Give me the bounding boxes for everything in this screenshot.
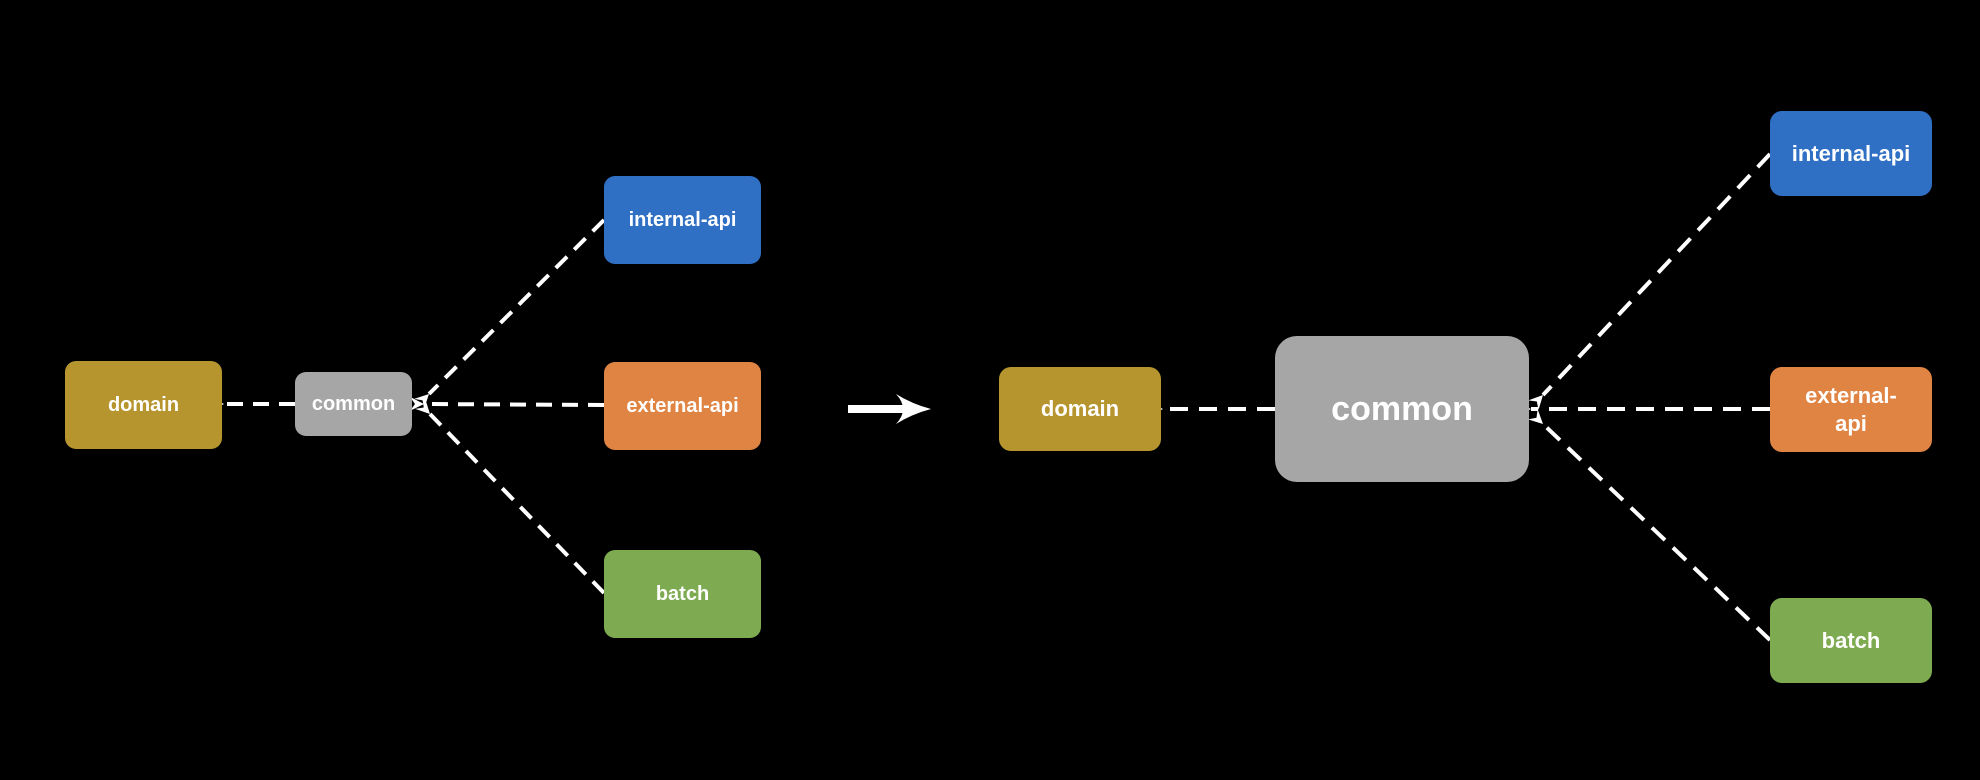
internal-api-node-right: internal-api: [1770, 111, 1932, 196]
internal-api-label: internal-api: [628, 208, 737, 231]
external-api-node-right: external- api: [1770, 367, 1932, 452]
common-label: common: [311, 392, 396, 415]
batch-node-left: batch: [604, 550, 761, 638]
domain-node-right: domain: [999, 367, 1161, 451]
external-api-label: external- api: [1805, 383, 1897, 436]
edge-batch-to-common-left: [415, 399, 606, 595]
external-api-label: external-api: [626, 394, 739, 417]
common-node-left: common: [295, 372, 412, 436]
external-api-node-left: external-api: [604, 362, 761, 450]
domain-label: domain: [1040, 396, 1120, 422]
internal-api-label: internal-api: [1791, 140, 1911, 166]
edge-batch-to-common-right: [1528, 409, 1772, 642]
edge-external-api-to-common-left: [409, 396, 605, 411]
domain-node-left: domain: [65, 361, 222, 449]
edge-internal-api-to-common-left: [414, 218, 606, 409]
batch-node-right: batch: [1770, 598, 1932, 683]
domain-label: domain: [107, 393, 180, 416]
edge-internal-api-to-common-right: [1528, 152, 1772, 410]
batch-label: batch: [1821, 627, 1881, 653]
internal-api-node-left: internal-api: [604, 176, 761, 264]
common-node-right: common: [1275, 336, 1529, 482]
common-label: common: [1331, 389, 1473, 428]
batch-label: batch: [655, 582, 710, 605]
right-arrow-icon: [848, 394, 931, 424]
